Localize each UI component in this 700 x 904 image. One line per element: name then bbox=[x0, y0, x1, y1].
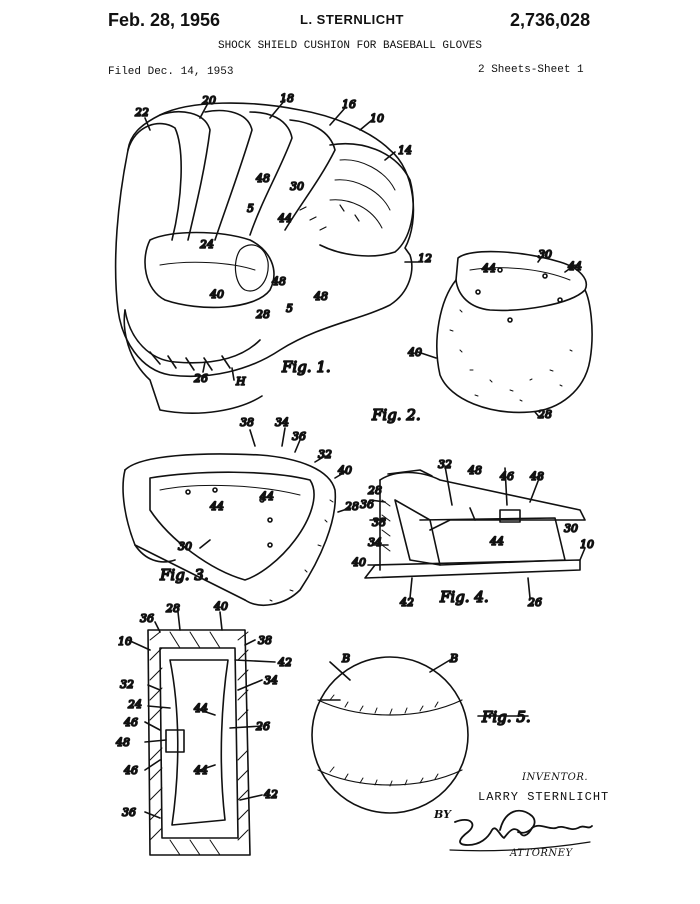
fig4-label: Fig. 4. bbox=[439, 588, 489, 606]
ref-48c: 48 bbox=[313, 290, 328, 303]
ref-30d: 30 bbox=[564, 522, 578, 535]
ref-30c: 30 bbox=[178, 540, 192, 553]
ref-30a: 30 bbox=[290, 180, 304, 193]
ref-44h: 44 bbox=[193, 764, 208, 777]
ref-36a: 36 bbox=[292, 430, 306, 443]
ref-10c: 10 bbox=[118, 635, 132, 648]
ref-36d: 36 bbox=[122, 806, 136, 819]
ref-18: 18 bbox=[280, 92, 294, 105]
attorney-signature bbox=[449, 809, 593, 852]
filed-date: Filed Dec. 14, 1953 bbox=[108, 66, 234, 78]
ref-28e: 28 bbox=[165, 602, 180, 615]
fig1-glove-drawing bbox=[114, 99, 419, 414]
ref-5b: 5 bbox=[286, 302, 293, 315]
ref-44e: 44 bbox=[259, 490, 274, 503]
fig3-cushion-drawing bbox=[122, 427, 351, 606]
patent-date: Feb. 28, 1956 bbox=[108, 10, 221, 30]
fig1-label: Fig. 1. bbox=[281, 358, 331, 376]
ref-42b: 42 bbox=[277, 656, 292, 669]
ref-28c: 28 bbox=[344, 500, 359, 513]
ref-40d: 40 bbox=[351, 556, 366, 569]
ref-12: 12 bbox=[418, 252, 432, 265]
inventor-heading: INVENTOR. bbox=[522, 772, 589, 783]
ref-H: H bbox=[235, 375, 246, 388]
ref-34a: 34 bbox=[275, 416, 289, 429]
ref-34c: 34 bbox=[264, 674, 278, 687]
ref-24a: 24 bbox=[199, 238, 214, 251]
ref-44d: 44 bbox=[209, 500, 224, 513]
fig5-section-drawing bbox=[127, 611, 529, 856]
fig2-cushion-drawing bbox=[417, 250, 593, 419]
ref-26c: 26 bbox=[255, 720, 270, 733]
ref-26a: 26 bbox=[193, 372, 208, 385]
ref-40b: 40 bbox=[407, 346, 422, 359]
ref-36b: 36 bbox=[360, 498, 374, 511]
ref-26b: 26 bbox=[527, 596, 542, 609]
attorney-heading: ATTORNEY bbox=[510, 848, 573, 859]
ref-38a: 38 bbox=[240, 416, 254, 429]
ref-42c: 42 bbox=[263, 788, 278, 801]
fig4-section-drawing bbox=[364, 465, 586, 599]
ref-44g: 44 bbox=[193, 702, 208, 715]
fig3-label: Fig. 3. bbox=[159, 566, 209, 584]
ref-32c: 32 bbox=[120, 678, 134, 691]
ref-46b: 46 bbox=[123, 716, 138, 729]
ref-10b: 10 bbox=[580, 538, 594, 551]
ref-44c: 44 bbox=[481, 262, 496, 275]
ref-44b: 44 bbox=[567, 260, 582, 273]
sheet-count: 2 Sheets-Sheet 1 bbox=[478, 64, 584, 76]
ref-5a: 5 bbox=[247, 202, 254, 215]
ref-40a: 40 bbox=[209, 288, 224, 301]
ref-32a: 32 bbox=[318, 448, 332, 461]
fig5-label: Fig. 5. bbox=[481, 708, 531, 726]
ref-38b: 38 bbox=[372, 516, 386, 529]
ref-16: 16 bbox=[342, 98, 356, 111]
ref-44f: 44 bbox=[489, 535, 504, 548]
ref-22: 22 bbox=[134, 106, 149, 119]
patent-number: 2,736,028 bbox=[510, 10, 591, 30]
ref-42a: 42 bbox=[399, 596, 414, 609]
ref-B-b: B bbox=[449, 652, 458, 665]
ref-24b: 24 bbox=[127, 698, 142, 711]
ref-40e: 40 bbox=[213, 600, 228, 613]
ref-32b: 32 bbox=[438, 458, 452, 471]
inventor-short-name: L. STERNLICHT bbox=[300, 12, 404, 27]
ref-38c: 38 bbox=[258, 634, 272, 647]
ref-20: 20 bbox=[201, 94, 216, 107]
ref-10a: 10 bbox=[370, 112, 384, 125]
ref-48b: 48 bbox=[271, 275, 286, 288]
ref-28a: 28 bbox=[255, 308, 270, 321]
ref-34b: 34 bbox=[368, 536, 382, 549]
ref-30b: 30 bbox=[538, 248, 552, 261]
patent-title: SHOCK SHIELD CUSHION FOR BASEBALL GLOVES bbox=[217, 40, 483, 52]
ref-36c: 36 bbox=[140, 612, 154, 625]
ref-46c: 46 bbox=[123, 764, 138, 777]
ref-28b: 28 bbox=[537, 408, 552, 421]
ref-48f: 48 bbox=[115, 736, 130, 749]
ref-14: 14 bbox=[398, 144, 412, 157]
ref-40c: 40 bbox=[337, 464, 352, 477]
inventor-name: LARRY STERNLICHT bbox=[478, 790, 610, 804]
fig2-label: Fig. 2. bbox=[371, 406, 421, 424]
ref-28d: 28 bbox=[367, 484, 382, 497]
ref-B-a: B bbox=[341, 652, 350, 665]
ref-48a: 48 bbox=[255, 172, 270, 185]
ref-46a: 46 bbox=[499, 470, 514, 483]
ref-44a: 44 bbox=[277, 212, 292, 225]
ref-48e: 48 bbox=[529, 470, 544, 483]
by-label: BY bbox=[434, 808, 451, 821]
ref-48d: 48 bbox=[467, 464, 482, 477]
